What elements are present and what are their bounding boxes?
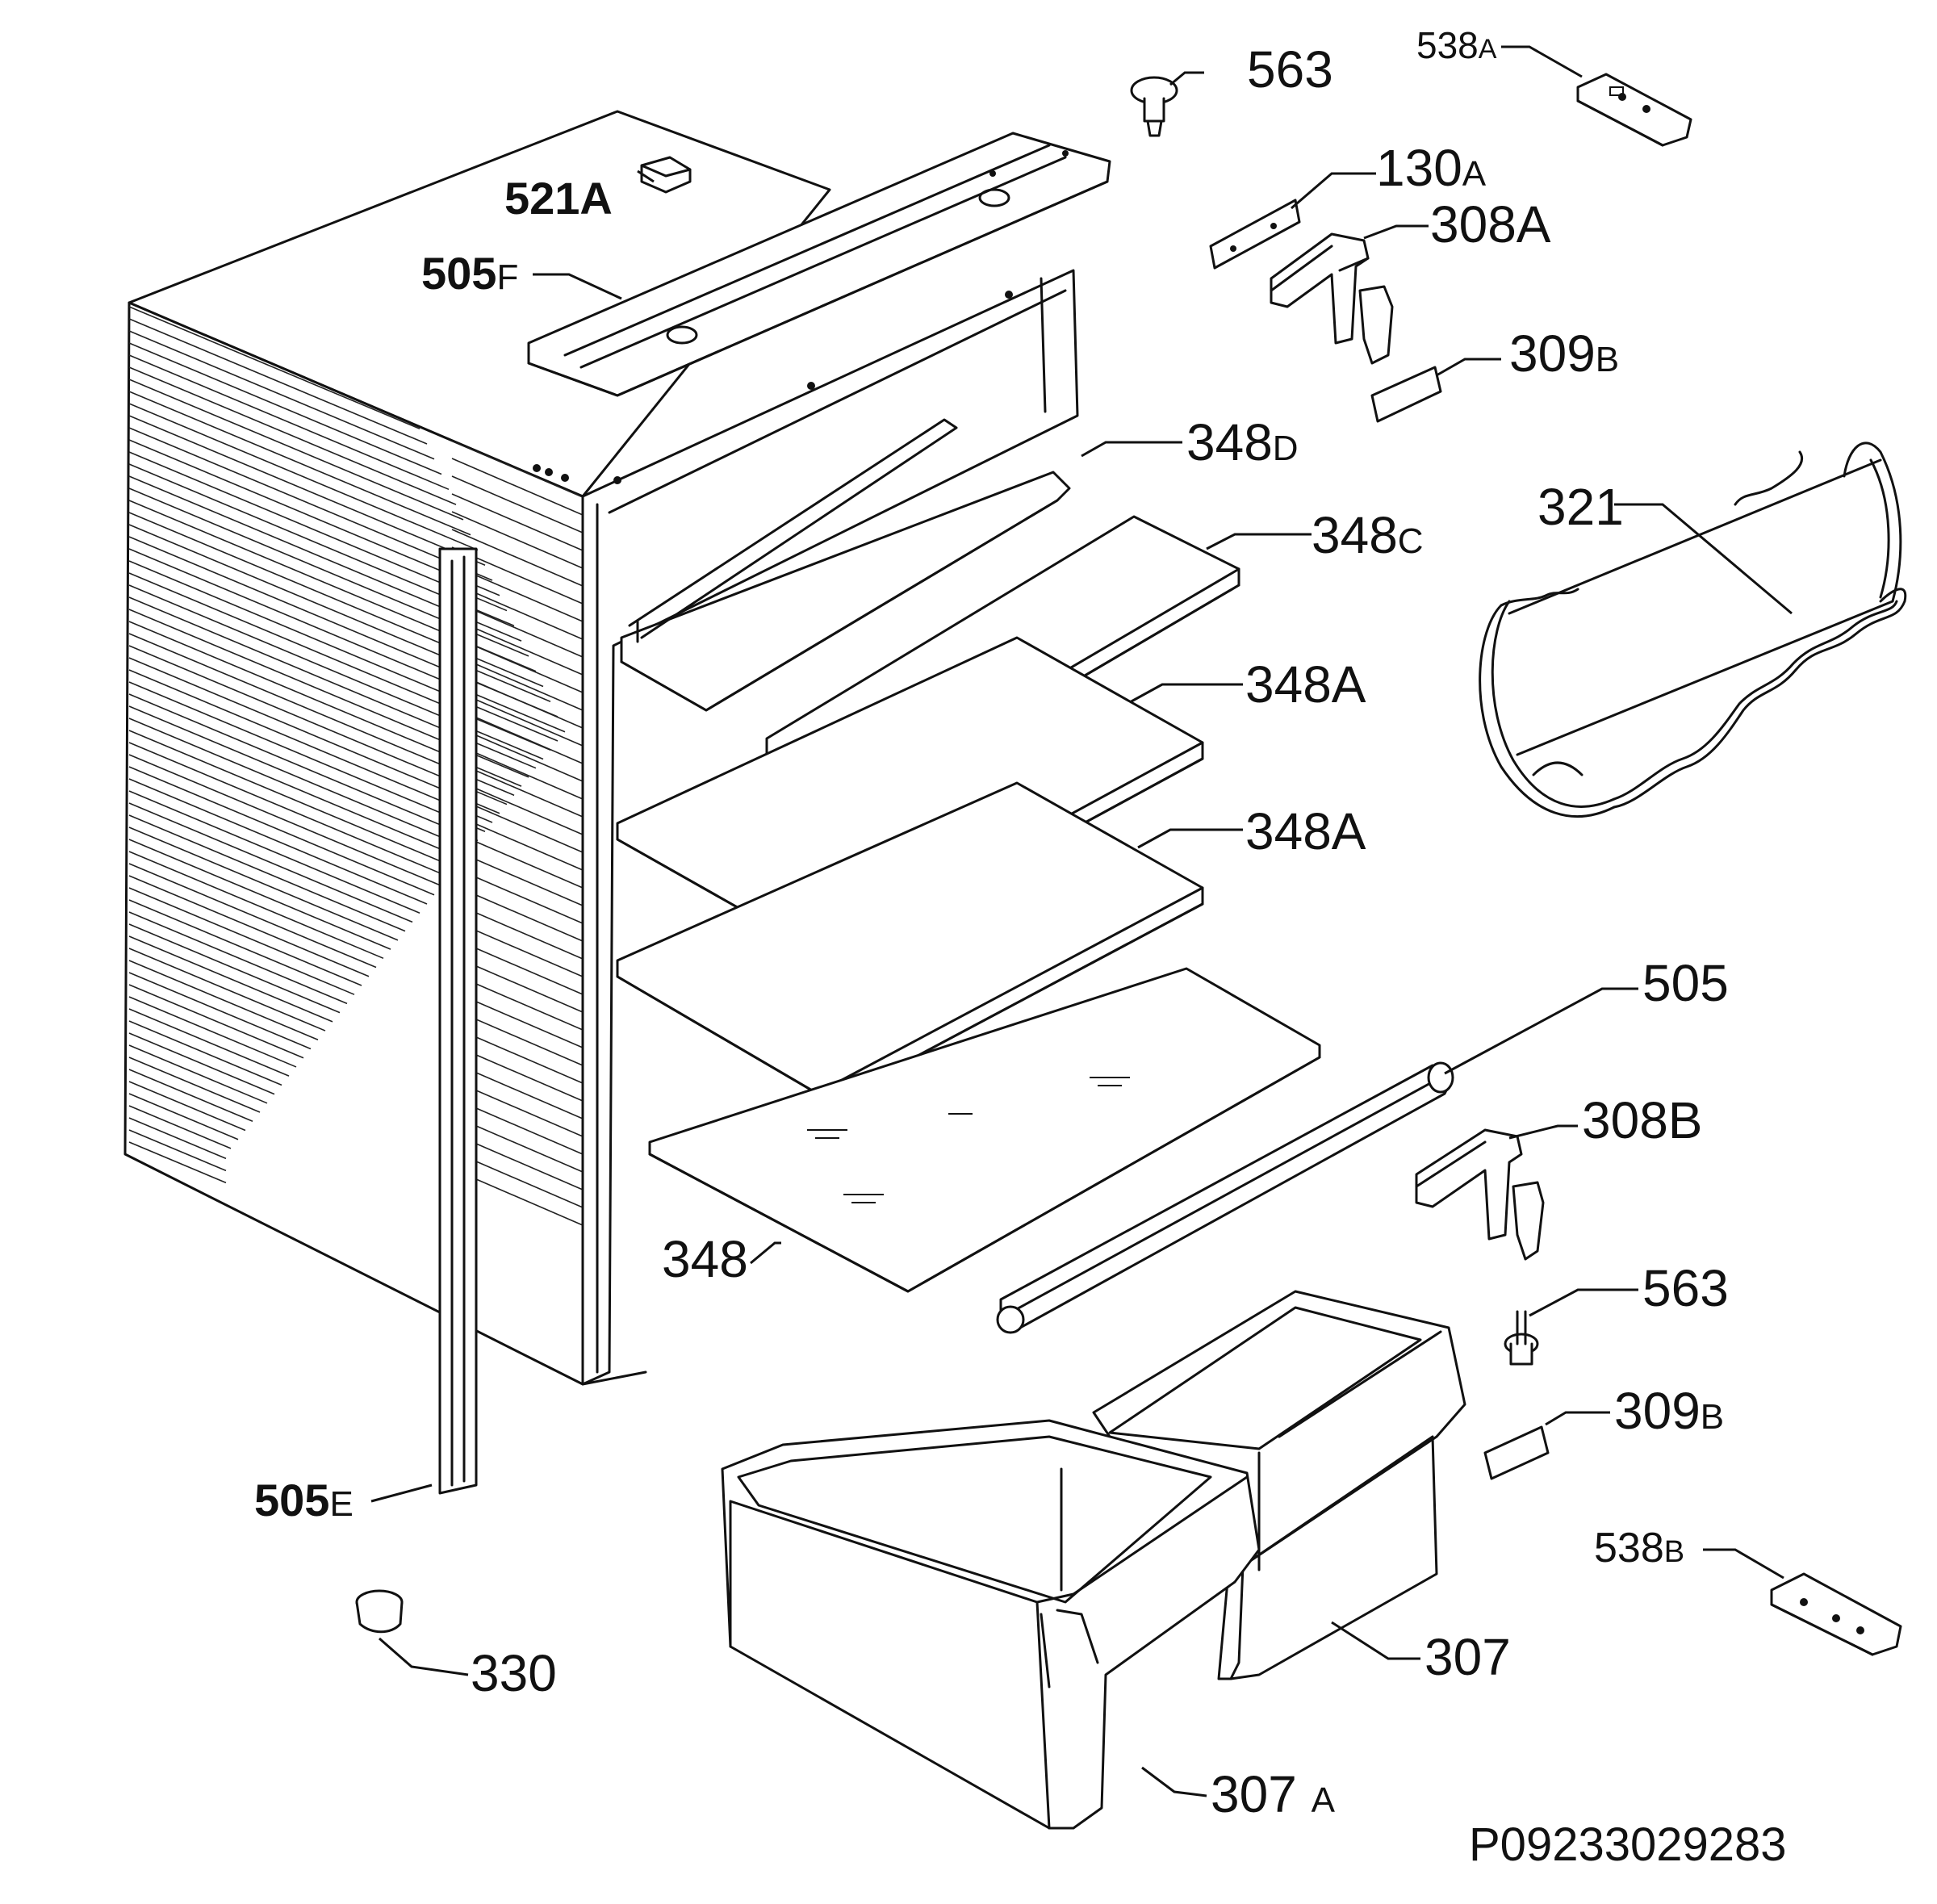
top-rail-505f — [527, 132, 1111, 397]
hinge-308b — [1415, 1128, 1545, 1261]
seal-bar-505 — [996, 1061, 1454, 1334]
label-307: 307 — [1425, 1628, 1511, 1686]
label-307a: 307 A — [1211, 1765, 1336, 1823]
label-505e: 505E — [254, 1475, 354, 1525]
glass-shelf-348 — [648, 967, 1321, 1293]
screw-563-top — [1130, 76, 1178, 137]
label-348c: 348C — [1312, 506, 1424, 564]
leader-lines — [370, 45, 1793, 1797]
label-505f: 505F — [421, 248, 518, 299]
plate-130a — [1209, 199, 1301, 270]
label-330: 330 — [471, 1644, 557, 1702]
drawing-code: P09233029283 — [1469, 1818, 1787, 1871]
label-563-bottom: 563 — [1642, 1259, 1729, 1317]
label-130a: 130A — [1376, 139, 1487, 197]
label-308a: 308A — [1430, 195, 1551, 253]
bin-307a — [721, 1419, 1261, 1830]
label-309b-top: 309B — [1509, 324, 1619, 383]
label-505: 505 — [1642, 954, 1729, 1012]
hinge-308a — [1270, 232, 1394, 365]
label-308b: 308B — [1582, 1091, 1702, 1149]
label-563-top: 563 — [1247, 40, 1333, 98]
label-348a-upper: 348A — [1245, 655, 1366, 713]
label-348d: 348D — [1186, 413, 1299, 471]
hinge-plate-538a — [1576, 73, 1692, 147]
cap-521a — [640, 156, 692, 194]
label-538b: 538B — [1594, 1525, 1684, 1571]
door-seal-strip-505e — [438, 547, 478, 1495]
label-309b-bottom: 309B — [1614, 1382, 1724, 1440]
label-538a: 538A — [1416, 24, 1497, 66]
label-321: 321 — [1537, 478, 1624, 536]
bottle-rack-321 — [1479, 441, 1907, 818]
screw-563-bottom — [1504, 1310, 1539, 1366]
label-plate-309b-bottom — [1483, 1425, 1550, 1480]
label-plate-309b-top — [1370, 366, 1442, 423]
label-348: 348 — [662, 1230, 748, 1288]
foot-330 — [355, 1589, 404, 1634]
shelf-348a-lower — [616, 781, 1204, 1103]
label-521a: 521A — [504, 173, 613, 224]
label-348a-lower: 348A — [1245, 802, 1366, 860]
shelf-348d — [620, 418, 1071, 712]
part-labels: 563 538A 130A 308A 521A 505F 309B 321 34… — [254, 24, 1787, 1871]
hinge-plate-538b — [1770, 1572, 1902, 1656]
